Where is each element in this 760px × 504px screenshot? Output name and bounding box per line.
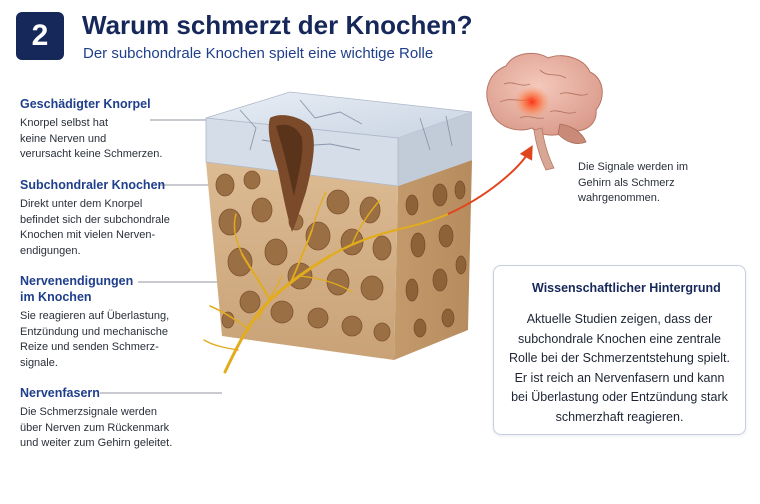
label-line: signale. — [20, 356, 58, 369]
scientific-background-box: Wissenschaftlicher Hintergrund Aktuelle … — [493, 265, 746, 435]
label-nerve-fibers: Nervenfasern Die Schmerzsignale werden ü… — [20, 385, 205, 452]
info-box-text: Aktuelle Studien zeigen, dass der subcho… — [494, 310, 745, 427]
brain-icon — [486, 52, 603, 171]
label-line: Die Schmerzsignale werden — [20, 406, 157, 418]
info-line: subchondrale Knochen eine zentrale — [518, 331, 721, 346]
label-title: Nervenfasern — [20, 386, 100, 400]
lightbulb-icon-slot — [506, 278, 524, 298]
label-line: Entzündung und mechanische — [20, 325, 168, 338]
label-line: Sie reagieren auf Überlastung, — [20, 310, 170, 322]
label-line: keine Nerven und — [20, 132, 107, 145]
label-text: Knorpel selbst hat keine Nerven und veru… — [20, 116, 205, 163]
label-title-line: im Knochen — [20, 290, 92, 304]
label-line: endigungen. — [20, 244, 81, 257]
label-line: verursacht keine Schmerzen. — [20, 148, 163, 160]
bone-block — [205, 91, 473, 360]
label-text: Direkt unter dem Knorpel befindet sich d… — [20, 197, 205, 259]
label-title-line: Nervenendigungen — [20, 274, 134, 288]
step-number-badge: 2 — [16, 12, 64, 60]
label-line: über Nerven zum Rückenmark — [20, 421, 170, 434]
signal-arrow — [447, 145, 533, 215]
label-title: Subchondraler Knochen — [20, 178, 166, 192]
page-title: Warum schmerzt der Knochen? — [82, 10, 473, 40]
label-line: und weiter zum Gehirn geleitet. — [20, 437, 173, 449]
note-line: Gehirn als Schmerz — [578, 176, 675, 189]
bone-side-pores — [405, 180, 467, 338]
cartilage-side-face — [398, 112, 472, 186]
page-subtitle: Der subchondrale Knochen spielt eine wic… — [83, 45, 434, 62]
nerve-fibers — [203, 191, 449, 374]
info-line: Er ist reich an Nervenfasern und kann — [514, 370, 725, 385]
info-line: Rolle bei der Schmerzentstehung spielt. — [509, 351, 730, 365]
note-line: Die Signale werden im — [578, 161, 689, 173]
label-text: Die Schmerzsignale werden über Nerven zu… — [20, 405, 205, 452]
info-line: bei Überlastung oder Entzündung stark — [511, 390, 728, 404]
info-box-title: Wissenschaftlicher Hintergrund — [532, 281, 721, 295]
info-box-header: Wissenschaftlicher Hintergrund — [506, 278, 721, 298]
bone-pores — [215, 170, 392, 342]
label-text: Sie reagieren auf Überlastung, Entzündun… — [20, 309, 205, 371]
label-subchondral-bone: Subchondraler Knochen Direkt unter dem K… — [20, 177, 205, 259]
label-line: Reize und senden Schmerz- — [20, 341, 159, 353]
label-line: Direkt unter dem Knorpel — [20, 198, 143, 210]
label-title: Nervenendigungen im Knochen — [20, 273, 205, 305]
info-line: Aktuelle Studien zeigen, dass der — [526, 312, 713, 326]
label-line: befindet sich der subchondrale — [20, 213, 170, 226]
info-line: schmerzhaft reagieren. — [555, 409, 684, 424]
label-line: Knorpel selbst hat — [20, 117, 109, 129]
label-line: Knochen mit vielen Nerven- — [20, 229, 156, 241]
label-damaged-cartilage: Geschädigter Knorpel Knorpel selbst hat … — [20, 96, 205, 163]
label-nerve-endings: Nervenendigungen im Knochen Sie reagiere… — [20, 273, 205, 371]
brain-signal-note: Die Signale werden im Gehirn als Schmerz… — [578, 160, 728, 207]
label-title: Geschädigter Knorpel — [20, 97, 151, 111]
note-line: wahrgenommen. — [578, 192, 660, 204]
